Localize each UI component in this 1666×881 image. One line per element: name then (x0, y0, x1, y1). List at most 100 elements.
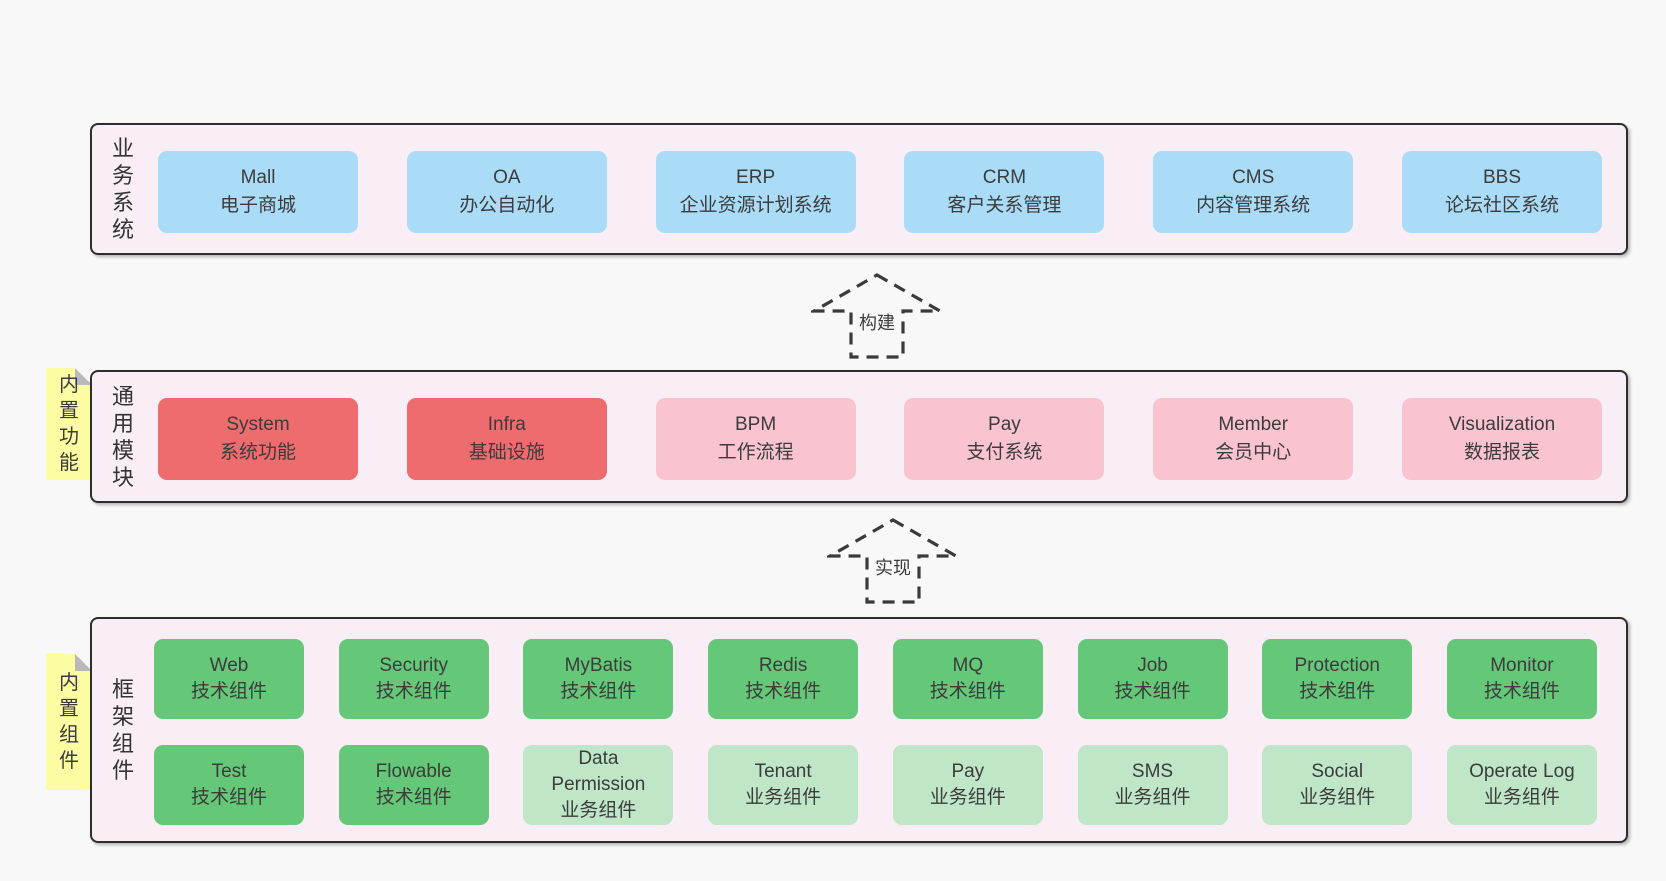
box-title: OA (493, 167, 521, 188)
box-monitor: Monitor 技术组件 (1446, 639, 1597, 719)
box-subtitle: 业务组件 (1483, 787, 1560, 808)
box-cms: CMS 内容管理系统 (1153, 151, 1354, 233)
box-title: Social (1311, 761, 1364, 782)
box-title: CMS (1232, 167, 1275, 188)
box-security: Security 技术组件 (338, 639, 489, 719)
box-subtitle: 技术组件 (1483, 681, 1560, 702)
box-title: Job (1137, 655, 1168, 676)
framework-components-side-label: 框架组件 (111, 677, 134, 783)
arrow-implement-label: 实现 (872, 554, 914, 580)
box-pay: Pay 支付系统 (904, 398, 1105, 480)
box-mall: Mall 电子商城 (158, 151, 358, 233)
box-system: System 系统功能 (158, 398, 358, 480)
box-title: MyBatis (564, 655, 633, 676)
box-title: Data Permission (551, 748, 646, 795)
box-title: Web (209, 655, 249, 676)
box-subtitle: 支付系统 (966, 442, 1043, 463)
box-title: MQ (952, 655, 984, 676)
layer-business-systems: 业务系统 Mall 电子商城 OA 办公自动化 ERP 企业资源计划系统 CRM… (90, 123, 1628, 255)
box-visualization: Visualization 数据报表 (1401, 398, 1602, 480)
box-subtitle: 技术组件 (745, 681, 822, 702)
box-title: Test (211, 761, 247, 782)
box-member: Member 会员中心 (1153, 398, 1354, 480)
box-operate-log: Operate Log 业务组件 (1446, 745, 1597, 825)
box-title: ERP (736, 167, 776, 188)
box-title: Pay (988, 414, 1021, 435)
arrow-implement: 实现 (827, 517, 959, 605)
framework-components-row-2: Test 技术组件 Flowable 技术组件 Data Permission … (154, 745, 1597, 825)
box-subtitle: 技术组件 (375, 787, 452, 808)
arrow-build: 构建 (811, 272, 943, 360)
box-test: Test 技术组件 (154, 745, 304, 825)
box-subtitle: 技术组件 (190, 681, 267, 702)
box-subtitle: 企业资源计划系统 (679, 195, 832, 216)
box-erp: ERP 企业资源计划系统 (655, 151, 856, 233)
box-title: Protection (1294, 655, 1380, 676)
box-subtitle: 系统功能 (219, 442, 296, 463)
box-title: Monitor (1490, 655, 1554, 676)
sticky-built-in-features-label: 内置功能 (59, 374, 79, 474)
box-title: Infra (487, 414, 526, 435)
layer-common-modules: 通用模块 System 系统功能 Infra 基础设施 BPM 工作流程 Pay… (90, 370, 1628, 503)
box-title: BPM (735, 414, 777, 435)
common-modules-side-label: 通用模块 (111, 383, 134, 490)
arrow-build-label: 构建 (856, 309, 898, 335)
box-tenant: Tenant 业务组件 (708, 745, 859, 825)
box-title: Visualization (1448, 414, 1556, 435)
box-subtitle: 技术组件 (375, 681, 452, 702)
box-protection: Protection 技术组件 (1262, 639, 1413, 719)
box-bbs: BBS 论坛社区系统 (1401, 151, 1602, 233)
box-title: SMS (1131, 761, 1174, 782)
box-subtitle: 技术组件 (929, 681, 1006, 702)
layer-framework-components: 框架组件 Web 技术组件 Security 技术组件 MyBatis 技术组件… (90, 617, 1628, 843)
box-web: Web 技术组件 (154, 639, 304, 719)
box-subtitle: 内容管理系统 (1196, 195, 1311, 216)
sticky-built-in-features: 内置功能 (46, 368, 92, 480)
business-systems-row: Mall 电子商城 OA 办公自动化 ERP 企业资源计划系统 CRM 客户关系… (158, 151, 1602, 233)
box-mq: MQ 技术组件 (892, 639, 1043, 719)
box-title: System (226, 414, 290, 435)
box-subtitle: 业务组件 (929, 787, 1006, 808)
box-job: Job 技术组件 (1077, 639, 1228, 719)
box-title: Flowable (375, 761, 452, 782)
box-title: BBS (1482, 167, 1521, 188)
framework-components-row-1: Web 技术组件 Security 技术组件 MyBatis 技术组件 Redi… (154, 639, 1597, 719)
box-title: Pay (951, 761, 985, 782)
box-subtitle: 技术组件 (1299, 681, 1376, 702)
box-social: Social 业务组件 (1262, 745, 1413, 825)
box-infra: Infra 基础设施 (406, 398, 607, 480)
box-subtitle: 业务组件 (1299, 787, 1376, 808)
box-title: Tenant (754, 761, 812, 782)
box-subtitle: 业务组件 (560, 800, 637, 821)
box-title: Redis (758, 655, 808, 676)
box-sms: SMS 业务组件 (1077, 745, 1228, 825)
box-title: Security (379, 655, 449, 676)
block-arrow-up-icon (827, 518, 959, 604)
box-flowable: Flowable 技术组件 (338, 745, 489, 825)
box-title: CRM (982, 167, 1027, 188)
box-subtitle: 技术组件 (1114, 681, 1191, 702)
box-data-permission: Data Permission 业务组件 (523, 745, 674, 825)
block-arrow-up-icon (811, 273, 943, 359)
box-bpm: BPM 工作流程 (655, 398, 856, 480)
box-pay-component: Pay 业务组件 (892, 745, 1043, 825)
box-subtitle: 基础设施 (468, 442, 545, 463)
box-title: Operate Log (1469, 761, 1575, 782)
box-crm: CRM 客户关系管理 (904, 151, 1105, 233)
sticky-built-in-components-label: 内置组件 (59, 672, 79, 772)
box-subtitle: 技术组件 (560, 681, 637, 702)
business-systems-side-label: 业务系统 (111, 136, 134, 242)
box-title: Member (1218, 414, 1289, 435)
box-mybatis: MyBatis 技术组件 (523, 639, 674, 719)
box-subtitle: 办公自动化 (459, 195, 555, 216)
box-redis: Redis 技术组件 (708, 639, 859, 719)
box-title: Mall (240, 167, 276, 188)
box-subtitle: 业务组件 (745, 787, 822, 808)
common-modules-row: System 系统功能 Infra 基础设施 BPM 工作流程 Pay 支付系统… (158, 398, 1602, 480)
box-oa: OA 办公自动化 (406, 151, 607, 233)
box-subtitle: 会员中心 (1215, 442, 1292, 463)
box-subtitle: 数据报表 (1463, 442, 1540, 463)
box-subtitle: 电子商城 (219, 195, 296, 216)
sticky-built-in-components: 内置组件 (46, 654, 92, 790)
